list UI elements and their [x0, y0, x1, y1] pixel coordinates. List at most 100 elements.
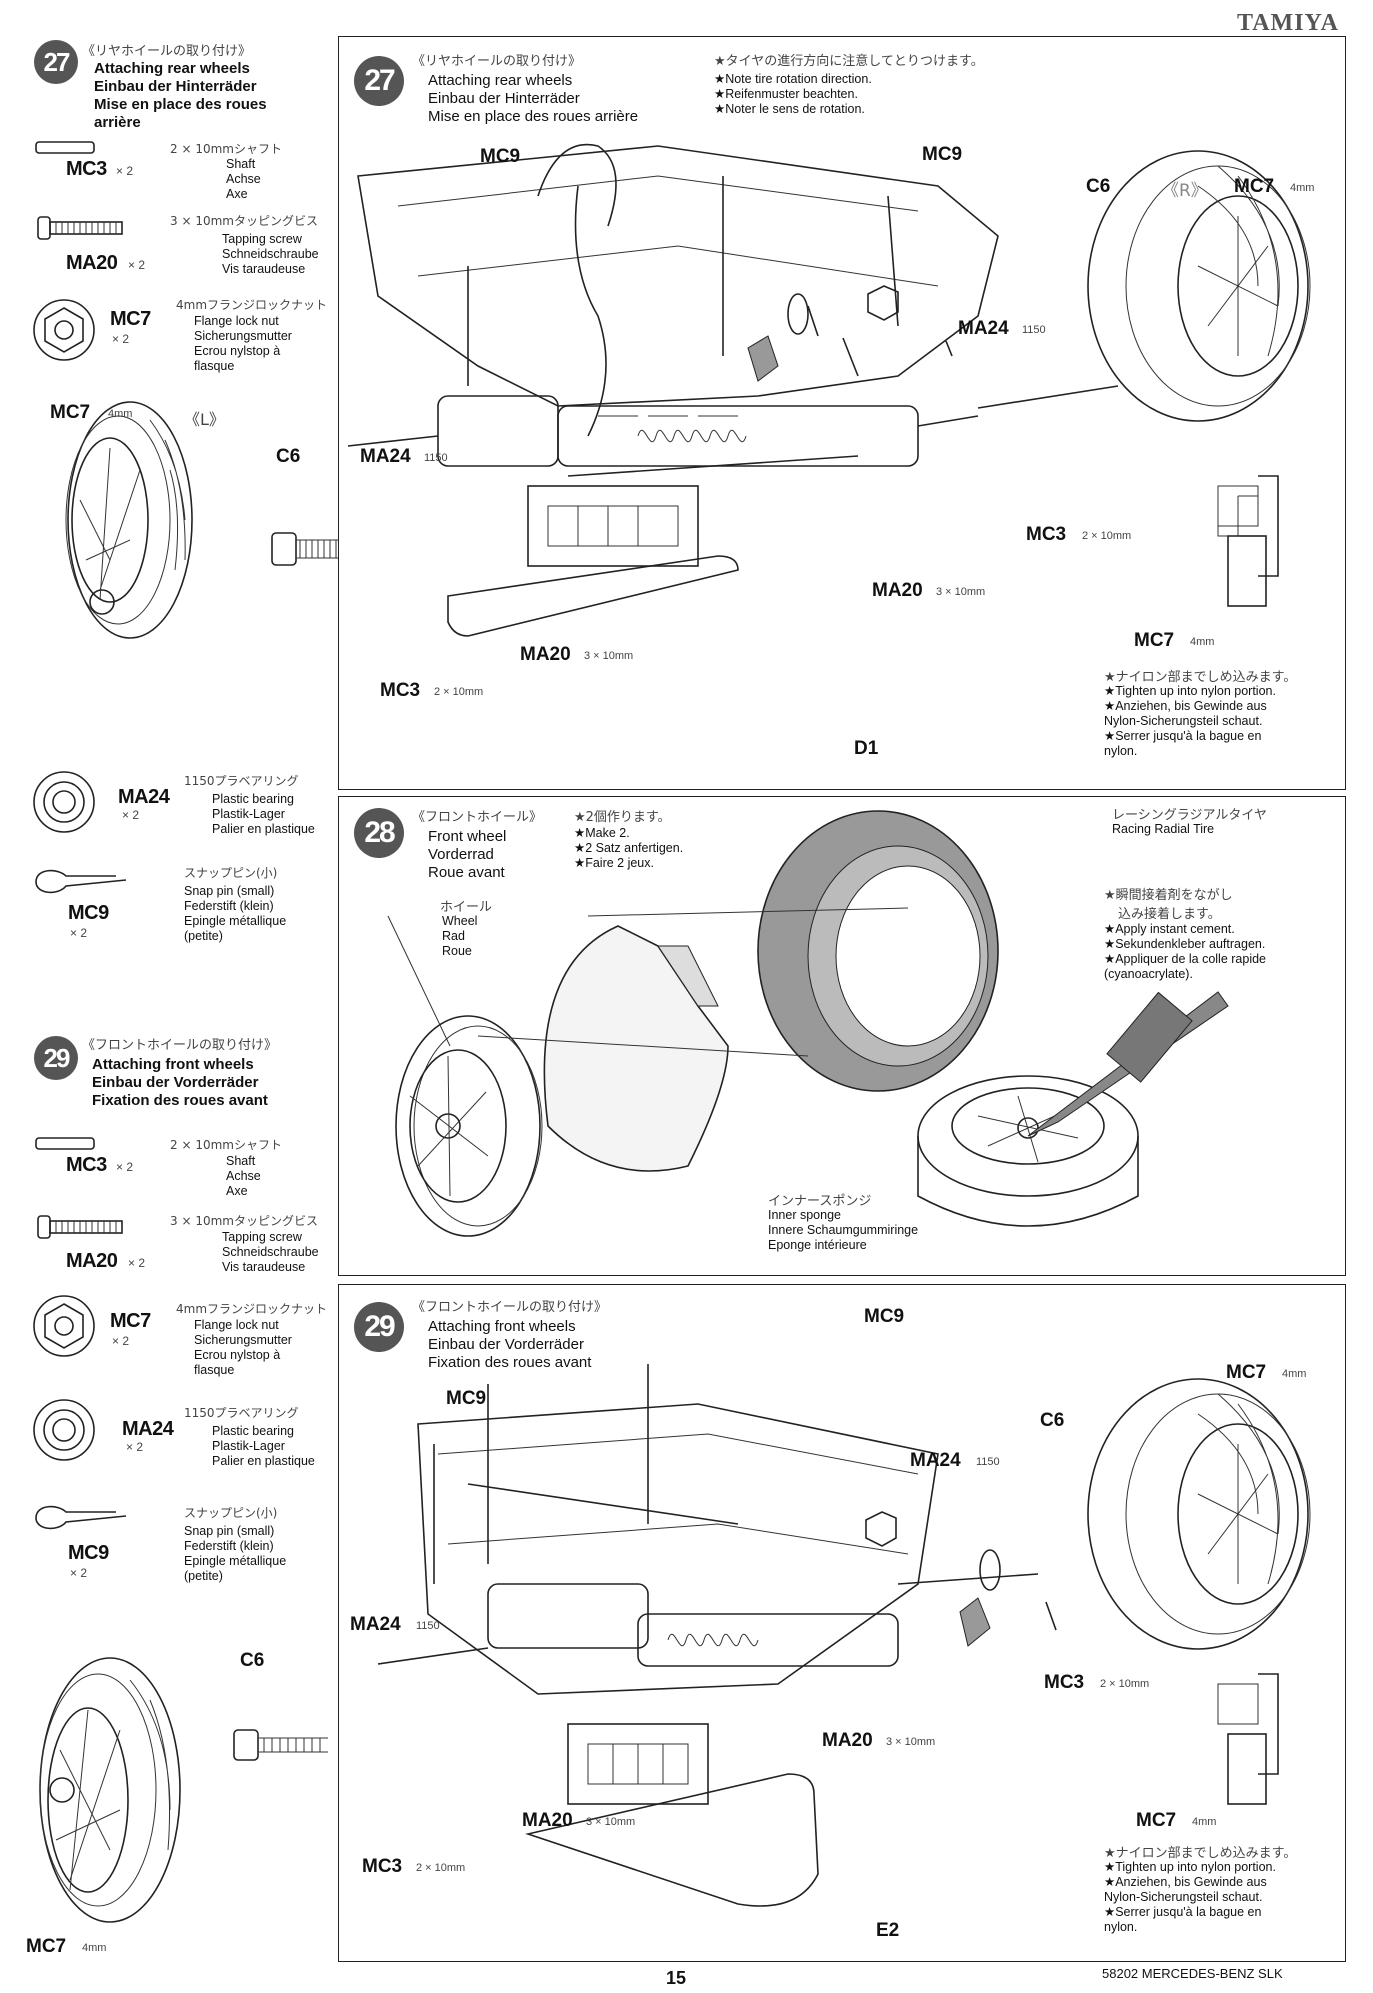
box27-nylon-1: ★Anziehen, bis Gewinde aus: [1104, 699, 1267, 713]
part-27-4-desc-3: (petite): [184, 929, 223, 943]
box-28-tire: Racing Radial Tire: [1112, 822, 1215, 836]
part-29-4-desc-2: Epingle métallique: [184, 1554, 287, 1568]
box29-lbl-mc9-b: MC9: [446, 1388, 487, 1409]
box29-lbl-c6: C6: [1040, 1410, 1065, 1431]
part-29-3-desc-1: Plastik-Lager: [212, 1439, 285, 1453]
box-28-jp: 《フロントホイール》: [412, 810, 543, 825]
part-29-3-desc-0: Plastic bearing: [212, 1424, 294, 1438]
box27-lbl-ma20-l-size: 3 × 10mm: [584, 650, 634, 662]
part-27-0-qty: × 2: [116, 164, 134, 178]
part-27-2-jp: 4mmフランジロックナット: [176, 298, 328, 312]
part-27-2-desc-3: flasque: [194, 359, 235, 373]
box27-lbl-ma24-r-size: 1150: [1022, 324, 1046, 336]
box27-nylon-2: Nylon-Sicherungsteil schaut.: [1104, 714, 1263, 728]
part-29-3-qty: × 2: [126, 1440, 144, 1454]
box29-lbl-mc7-size: 4mm: [1282, 1368, 1307, 1380]
box29-lbl-ma24-l-size: 1150: [416, 1620, 440, 1632]
box-29-title-en: Attaching front wheels: [428, 1318, 576, 1335]
lbl-29-mc7-left: MC7: [26, 1936, 67, 1957]
part-27-0-jp: 2 × 10mmシャフト: [170, 142, 282, 156]
part-29-4-desc-1: Federstift (klein): [184, 1539, 274, 1553]
box27-lbl-mc9-a: MC9: [480, 146, 521, 167]
box27-nylon-3: ★Serrer jusqu'à la bague en: [1104, 729, 1262, 743]
brand-logo: TAMIYA: [1236, 10, 1339, 36]
box-28-tire-jp: レーシングラジアルタイヤ: [1112, 808, 1267, 823]
part-27-3-desc-0: Plastic bearing: [212, 792, 294, 806]
box-28-title-de: Vorderrad: [428, 846, 494, 863]
step-27-title-fr: Mise en place des roues arrière: [94, 96, 267, 131]
box29-lbl-ma24-r: MA24: [910, 1450, 961, 1471]
box-28-cement-3: (cyanoacrylate).: [1104, 967, 1193, 981]
left-parts-icons-27b: [33, 771, 127, 894]
part-29-2-jp: 4mmフランジロックナット: [176, 1302, 328, 1316]
left-parts-icons-29: [33, 1137, 127, 1530]
box27-lbl-mc7-size: 4mm: [1290, 182, 1315, 194]
step-27-badge: 27: [34, 40, 78, 84]
part-27-3-jp: 1150プラベアリング: [184, 774, 299, 788]
box-28-wheel-2: Roue: [442, 944, 472, 958]
part-27-4-desc-0: Snap pin (small): [184, 884, 275, 898]
box27-lbl-ma20-l: MA20: [520, 644, 571, 665]
part-29-3-desc-2: Palier en plastique: [212, 1454, 315, 1468]
box29-lbl-mc9-a: MC9: [864, 1306, 905, 1327]
box27-lbl-mc7-nut-size: 4mm: [1190, 636, 1215, 648]
box-28-wheel-jp: ホイール: [440, 900, 493, 915]
box29-lbl-e2: E2: [876, 1920, 900, 1941]
box27-lbl-d1: D1: [854, 738, 879, 759]
box-27-jp: 《リヤホイールの取り付け》: [412, 54, 582, 69]
part-29-1-qty: × 2: [128, 1256, 146, 1270]
box27-nylon-jp: ★ナイロン部までしめ込みます。: [1104, 670, 1297, 685]
part-27-2-code: MC7: [110, 308, 151, 330]
lbl-left-c6: C6: [276, 446, 301, 467]
box-27-note-0: ★Note tire rotation direction.: [714, 72, 872, 86]
box-28-sponge-0: Inner sponge: [768, 1208, 841, 1222]
part-29-0-jp: 2 × 10mmシャフト: [170, 1138, 282, 1152]
box-29-jp: 《フロントホイールの取り付け》: [412, 1300, 608, 1315]
box27-lbl-ma24-l: MA24: [360, 446, 411, 467]
box27-lbl-mc9-b: MC9: [922, 144, 963, 165]
box-29-title-de: Einbau der Vorderräder: [428, 1336, 584, 1353]
part-27-3-desc-1: Plastik-Lager: [212, 807, 285, 821]
box-28-cement-1: ★Sekundenkleber auftragen.: [1104, 937, 1266, 951]
part-29-4-desc-3: (petite): [184, 1569, 223, 1583]
part-27-4-desc-1: Federstift (klein): [184, 899, 274, 913]
step-29-jp-title: 《フロントホイールの取り付け》: [82, 1038, 278, 1053]
box-27-note-2: ★Noter le sens de rotation.: [714, 102, 865, 116]
part-27-1-desc-fr: Vis taraudeuse: [222, 262, 306, 276]
lbl-29-c6-left: C6: [240, 1650, 265, 1671]
lbl-left-mc7-size: 4mm: [108, 408, 133, 420]
box27-lbl-c6: C6: [1086, 176, 1111, 197]
box-28-wheel-1: Rad: [442, 929, 465, 943]
part-29-2-qty: × 2: [112, 1334, 130, 1348]
part-27-1-desc-en: Tapping screw: [222, 232, 302, 246]
box29-lbl-mc7: MC7: [1226, 1362, 1267, 1383]
part-29-3-code: MA24: [122, 1418, 174, 1440]
step-27-title-de: Einbau der Hinterräder: [94, 78, 257, 95]
box27-lbl-mc3-l-size: 2 × 10mm: [434, 686, 484, 698]
box-27-note-jp: ★タイヤの進行方向に注意してとりつけます。: [714, 54, 984, 69]
part-27-2-desc-2: Ecrou nylstop à: [194, 344, 281, 358]
box29-nylon-4: nylon.: [1104, 1920, 1138, 1934]
part-29-0-code: MC3: [66, 1154, 107, 1176]
part-27-4-jp: スナップピン(小): [184, 866, 278, 880]
box-29-badge: 29: [354, 1302, 404, 1352]
box29-lbl-mc3-r-size: 2 × 10mm: [1100, 1678, 1150, 1690]
box29-nylon-3: ★Serrer jusqu'à la bague en: [1104, 1905, 1262, 1919]
part-29-0-desc-en: Shaft: [226, 1154, 256, 1168]
box-28-cement-jp-0: ★瞬間接着剤をながし: [1104, 888, 1233, 903]
box27-lbl-mc7: MC7: [1234, 176, 1275, 197]
box29-lbl-mc3-r: MC3: [1044, 1672, 1085, 1693]
part-29-2-desc-1: Sicherungsmutter: [194, 1333, 292, 1347]
box-28-sponge-1: Innere Schaumgummiringe: [768, 1223, 919, 1237]
box27-lbl-ma24-l-size: 1150: [424, 452, 448, 464]
box29-nylon-2: Nylon-Sicherungsteil schaut.: [1104, 1890, 1263, 1904]
part-27-1-code: MA20: [66, 252, 118, 274]
part-29-2-code: MC7: [110, 1310, 151, 1332]
part-27-0-desc-de: Achse: [226, 172, 261, 186]
part-27-4-qty: × 2: [70, 926, 88, 940]
box29-lbl-mc3-l: MC3: [362, 1856, 403, 1877]
part-29-0-desc-de: Achse: [226, 1169, 261, 1183]
part-29-1-desc-fr: Vis taraudeuse: [222, 1260, 306, 1274]
footer-model: 58202 MERCEDES-BENZ SLK: [1102, 1966, 1283, 1981]
box-27-title-fr: Mise en place des roues arrière: [428, 108, 639, 125]
